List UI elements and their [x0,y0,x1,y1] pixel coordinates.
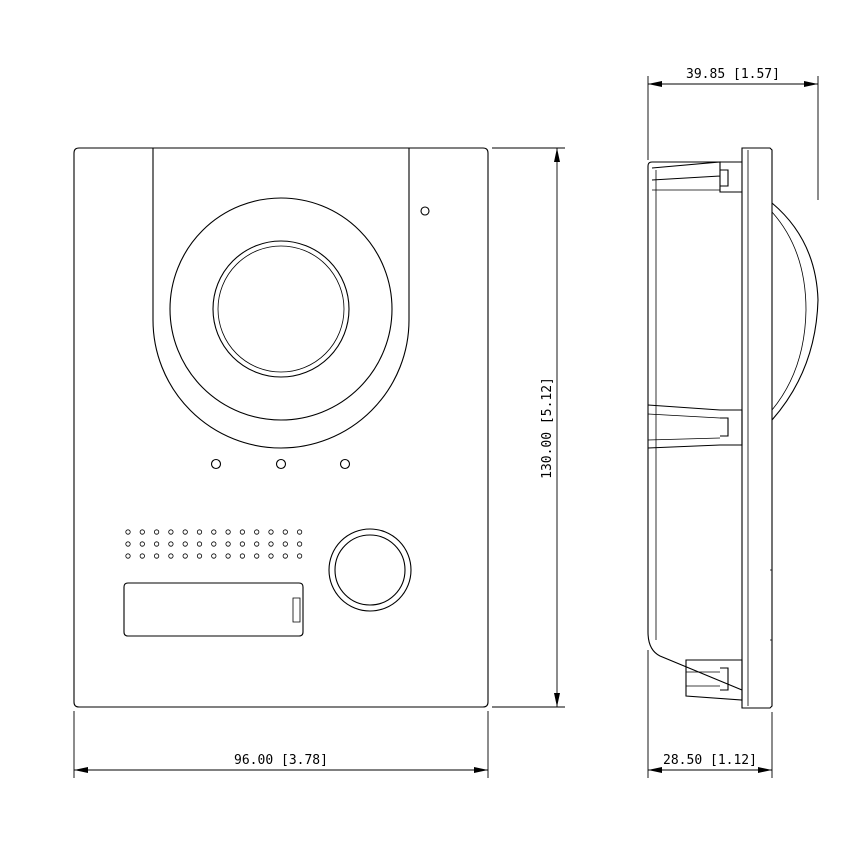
grille-hole [268,529,274,535]
grille-hole [296,541,303,547]
side-faceplate [741,147,773,709]
grille-hole [125,553,131,559]
grille-hole [211,553,217,559]
grille-hole [225,529,231,535]
grille-hole [168,529,174,535]
grille-hole [282,529,288,535]
grille-hole [182,529,188,535]
grille-hole [168,541,174,547]
bottom-clip [685,659,743,701]
indicator-led-3 [339,458,351,470]
grille-hole [268,553,274,559]
grille-hole [239,541,245,547]
name-plate [123,582,304,637]
camera-ring [169,197,393,421]
front-width-label: 96.00 [3.78] [234,753,328,768]
grille-hole [168,553,174,559]
grille-hole [254,541,260,547]
grille-hole [196,553,203,559]
camera-housing-outline [152,148,410,449]
grille-hole [268,541,274,547]
grille-hole [282,541,288,547]
call-button [328,528,412,612]
grille-hole [125,529,131,535]
side-body-depth-label: 28.50 [1.12] [663,753,757,768]
grille-hole [182,541,188,547]
grille-hole [225,553,231,559]
grille-hole [139,529,145,535]
grille-hole [296,553,303,559]
speaker-grille [125,529,303,559]
light-sensor-icon [420,206,430,216]
front-height-label: 130.00 [5.12] [540,377,555,479]
front-height-dimension: 130.00 [5.12] [492,147,565,708]
grille-hole [211,541,217,547]
grille-hole [239,553,245,559]
camera-lens-inner [217,245,345,373]
side-total-depth-label: 39.85 [1.57] [686,67,780,82]
front-view [73,147,489,708]
front-width-dimension: 96.00 [3.78] [73,711,489,778]
camera-lens [212,240,350,378]
grille-hole [139,553,145,559]
side-view [647,147,819,709]
grille-hole [296,529,303,535]
side-total-depth-dimension: 39.85 [1.57] [647,67,819,200]
grille-hole [254,529,260,535]
grille-hole [125,541,131,547]
grille-hole [154,529,160,535]
call-button-inner [334,534,406,606]
top-clip [651,161,742,193]
grille-hole [211,529,217,535]
grille-hole [196,529,203,535]
front-panel-outline [73,147,489,708]
indicator-led-2 [275,458,287,470]
camera-dome [771,202,819,421]
name-plate-tab [292,597,301,623]
grille-hole [154,541,160,547]
grille-hole [196,541,203,547]
grille-hole [225,541,231,547]
grille-hole [282,553,288,559]
grille-hole [254,553,260,559]
grille-hole [182,553,188,559]
grille-hole [239,529,245,535]
grille-hole [154,553,160,559]
grille-hole [139,541,145,547]
side-body-depth-dimension: 28.50 [1.12] [647,650,773,778]
back-box [647,161,743,691]
indicator-led-1 [210,458,222,470]
middle-clip [647,404,743,449]
